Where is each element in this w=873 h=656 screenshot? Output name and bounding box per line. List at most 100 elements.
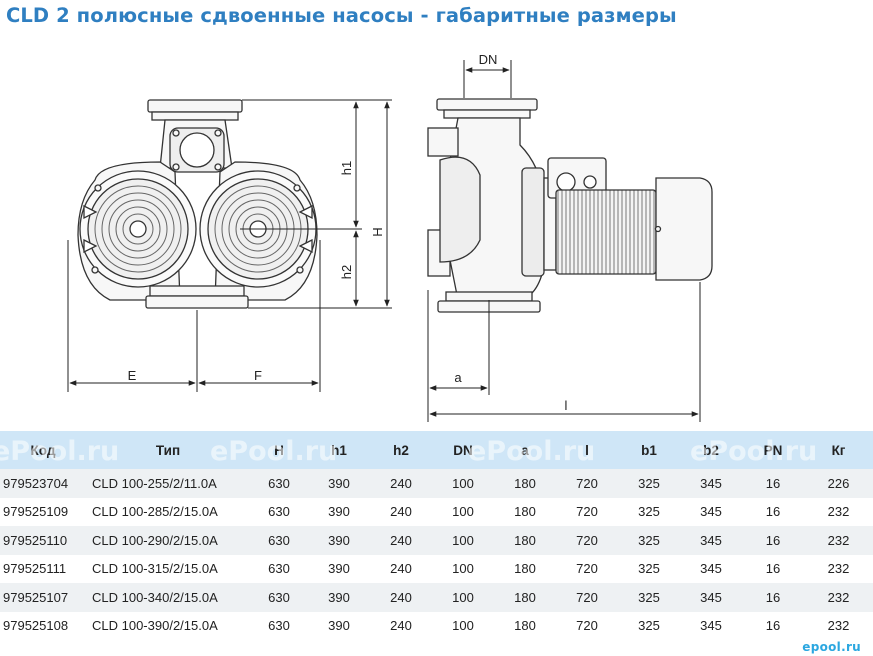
table-cell: 180 <box>494 469 556 498</box>
dim-label-h: H <box>370 227 385 236</box>
header-cell: a <box>494 431 556 469</box>
table-cell: 720 <box>556 497 618 526</box>
side-view-dimensions <box>427 60 701 422</box>
header-cell: b2 <box>680 431 742 469</box>
table-cell: 720 <box>556 583 618 612</box>
table-cell: 240 <box>370 611 432 640</box>
table-cell: 345 <box>680 469 742 498</box>
table-cell: 720 <box>556 554 618 583</box>
cell-code: 979525111 <box>0 554 86 583</box>
table-cell: 16 <box>742 469 804 498</box>
table-cell: 345 <box>680 611 742 640</box>
table-cell: 345 <box>680 583 742 612</box>
page-title: CLD 2 полюсные сдвоенные насосы - габари… <box>6 4 677 27</box>
table-cell: 16 <box>742 497 804 526</box>
table-cell: 16 <box>742 611 804 640</box>
table-cell: 630 <box>250 583 308 612</box>
table-cell: 232 <box>804 526 873 555</box>
table-cell: 630 <box>250 554 308 583</box>
table-cell: 232 <box>804 583 873 612</box>
table-cell: 390 <box>308 469 370 498</box>
table-cell: 100 <box>432 526 494 555</box>
cell-code: 979525107 <box>0 583 86 612</box>
table-cell: 226 <box>804 469 873 498</box>
table-cell: 325 <box>618 526 680 555</box>
front-view <box>77 99 318 309</box>
table-cell: 390 <box>308 611 370 640</box>
header-cell: Код <box>0 431 86 469</box>
table-cell: 180 <box>494 497 556 526</box>
header-cell: Кг <box>804 431 873 469</box>
corner-watermark: epool.ru <box>802 640 861 654</box>
table-cell: 180 <box>494 554 556 583</box>
side-view <box>427 98 713 313</box>
table-cell: 240 <box>370 469 432 498</box>
table-cell: 100 <box>432 554 494 583</box>
cell-code: 979525109 <box>0 497 86 526</box>
cell-code: 979525110 <box>0 526 86 555</box>
table-cell: 16 <box>742 554 804 583</box>
header-cell: DN <box>432 431 494 469</box>
table-cell: 240 <box>370 526 432 555</box>
table-cell: 345 <box>680 526 742 555</box>
table-cell: 345 <box>680 497 742 526</box>
cell-type: CLD 100-315/2/15.0A <box>86 554 250 583</box>
table-cell: 240 <box>370 554 432 583</box>
header-cell: PN <box>742 431 804 469</box>
table-cell: 100 <box>432 469 494 498</box>
table-cell: 232 <box>804 554 873 583</box>
table-header-row: Код Тип H h1 h2 DN a l b1 b2 PN Кг <box>0 431 873 469</box>
header-cell: H <box>250 431 308 469</box>
cell-code: 979523704 <box>0 469 86 498</box>
header-cell: l <box>556 431 618 469</box>
table-cell: 390 <box>308 554 370 583</box>
header-cell: h2 <box>370 431 432 469</box>
cell-type: CLD 100-390/2/15.0A <box>86 611 250 640</box>
table-cell: 100 <box>432 497 494 526</box>
table-cell: 325 <box>618 497 680 526</box>
dim-label-h2: h2 <box>339 265 354 279</box>
table-cell: 325 <box>618 469 680 498</box>
cell-type: CLD 100-255/2/11.0A <box>86 469 250 498</box>
table-cell: 720 <box>556 469 618 498</box>
table-cell: 100 <box>432 611 494 640</box>
table-cell: 390 <box>308 583 370 612</box>
table-cell: 390 <box>308 497 370 526</box>
table-cell: 325 <box>618 583 680 612</box>
pump-dimension-drawing: h1 h2 H E F <box>67 52 713 422</box>
table-cell: 180 <box>494 526 556 555</box>
header-cell: h1 <box>308 431 370 469</box>
table-cell: 16 <box>742 583 804 612</box>
table-cell: 630 <box>250 611 308 640</box>
table-cell: 325 <box>618 611 680 640</box>
table-cell: 720 <box>556 526 618 555</box>
table-cell: 345 <box>680 554 742 583</box>
dim-label-e: E <box>128 368 137 383</box>
table-cell: 630 <box>250 469 308 498</box>
table-cell: 720 <box>556 611 618 640</box>
spec-table: Код Тип H h1 h2 DN a l b1 b2 PN Кг 97952… <box>0 431 873 640</box>
table-cell: 180 <box>494 611 556 640</box>
table-cell: 390 <box>308 526 370 555</box>
cell-type: CLD 100-340/2/15.0A <box>86 583 250 612</box>
table-cell: 240 <box>370 497 432 526</box>
dim-label-a: a <box>454 370 462 385</box>
dim-label-dn: DN <box>479 52 498 67</box>
cell-type: CLD 100-290/2/15.0A <box>86 526 250 555</box>
dim-label-l: l <box>565 398 568 413</box>
table-cell: 240 <box>370 583 432 612</box>
table-cell: 100 <box>432 583 494 612</box>
header-cell: b1 <box>618 431 680 469</box>
dim-label-h1: h1 <box>339 161 354 175</box>
dim-label-f: F <box>254 368 262 383</box>
front-view-dimensions <box>67 99 392 392</box>
table-cell: 232 <box>804 497 873 526</box>
cell-type: CLD 100-285/2/15.0A <box>86 497 250 526</box>
table-cell: 325 <box>618 554 680 583</box>
